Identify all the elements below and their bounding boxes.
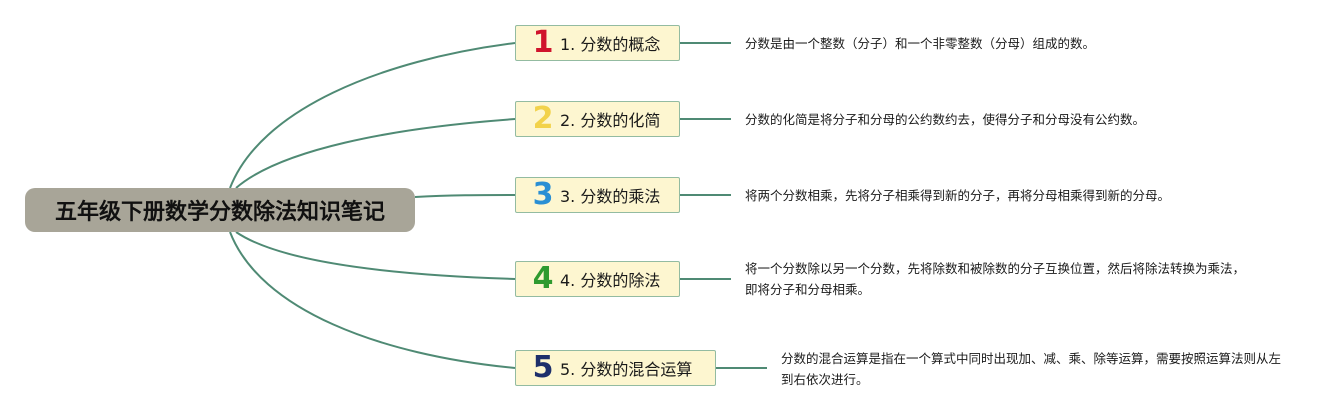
connector-root-topic-1 <box>229 42 516 189</box>
topic-simplify[interactable]: 2 2. 分数的化简 <box>515 101 680 137</box>
number-2-icon: 2 <box>532 101 554 136</box>
topic-description: 分数是由一个整数（分子）和一个非零整数（分母）组成的数。 <box>745 36 1096 51</box>
connector-root-topic-4 <box>235 231 516 280</box>
topic-label: 1. 分数的概念 <box>560 35 661 54</box>
topic-label: 5. 分数的混合运算 <box>560 360 693 379</box>
connector-root-topic-3 <box>414 194 516 198</box>
number-5-icon: 5 <box>532 350 554 385</box>
root-title: 五年级下册数学分数除法知识笔记 <box>54 200 385 225</box>
topic-division[interactable]: 4 4. 分数的除法 <box>515 261 680 297</box>
topic-multiplication[interactable]: 3 3. 分数的乘法 <box>515 177 680 213</box>
topic-label: 2. 分数的化简 <box>560 111 661 130</box>
number-3-icon: 3 <box>532 177 554 212</box>
topic-description: 分数的混合运算是指在一个算式中同时出现加、减、乘、除等运算，需要按照运算法则从左… <box>781 351 1282 387</box>
connector-root-topic-5 <box>229 231 516 369</box>
topic-label: 4. 分数的除法 <box>560 271 661 290</box>
topic-description: 将两个分数相乘，先将分子相乘得到新的分子，再将分母相乘得到新的分母。 <box>745 188 1171 203</box>
number-4-icon: 4 <box>532 261 554 296</box>
root-topic[interactable]: 五年级下册数学分数除法知识笔记 <box>25 188 415 232</box>
topic-label: 3. 分数的乘法 <box>560 187 661 206</box>
number-1-icon: 1 <box>532 25 554 60</box>
topic-mixed-operations[interactable]: 5 5. 分数的混合运算 <box>515 350 716 386</box>
connector-root-topic-2 <box>235 118 516 189</box>
topic-description: 将一个分数除以另一个分数，先将除数和被除数的分子互换位置，然后将除法转换为乘法，… <box>745 261 1246 297</box>
topic-description: 分数的化简是将分子和分母的公约数约去，使得分子和分母没有公约数。 <box>745 112 1146 127</box>
topic-concept[interactable]: 1 1. 分数的概念 <box>515 25 680 61</box>
